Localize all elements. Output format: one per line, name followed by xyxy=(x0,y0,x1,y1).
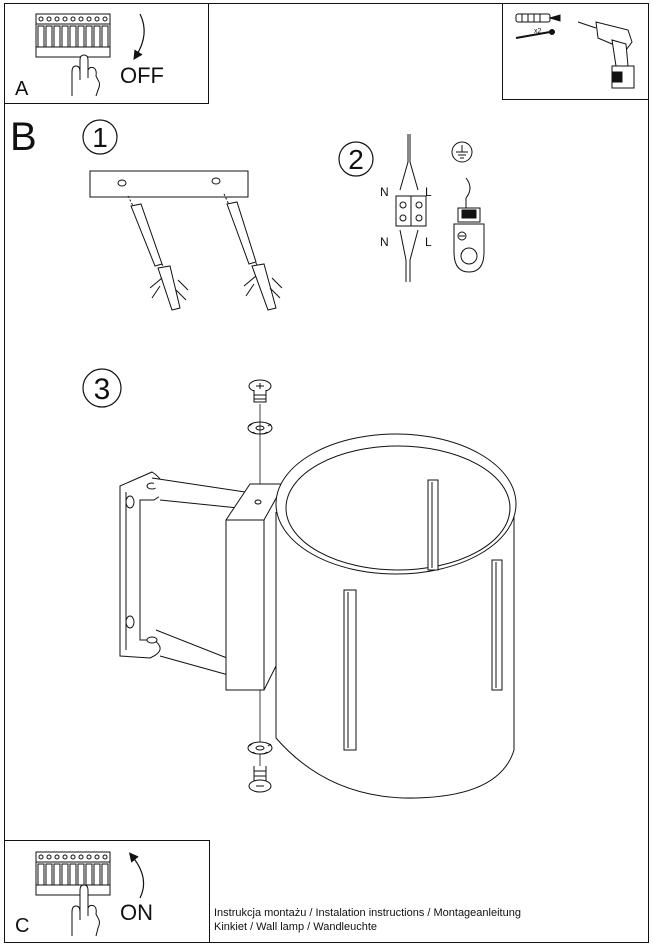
panel-c-letter: C xyxy=(15,915,29,937)
shade-slot-front-left xyxy=(343,589,357,751)
breaker-switch xyxy=(85,863,93,886)
panel-a-frame xyxy=(4,3,209,104)
breaker-screw xyxy=(78,16,84,22)
breaker-switch xyxy=(45,863,53,886)
mounting-hole-left xyxy=(117,179,127,187)
hand-icon xyxy=(71,884,100,937)
breaker-screw xyxy=(62,854,68,860)
mounting-block xyxy=(225,483,285,691)
label-live-bottom: L xyxy=(425,235,432,249)
breaker-switch xyxy=(69,25,77,48)
mounting-hole-right xyxy=(211,177,221,185)
shade-slot-front-right xyxy=(491,559,503,691)
ground-symbol-icon xyxy=(451,141,473,163)
breaker-switch xyxy=(61,25,69,48)
breaker-box-icon xyxy=(35,851,111,896)
breaker-screw xyxy=(54,854,60,860)
step-1-number: 1 xyxy=(92,122,108,153)
panel-c-action-label: ON xyxy=(120,900,153,925)
breaker-switch xyxy=(77,863,85,886)
step-2: 2 N L N L xyxy=(338,134,485,282)
breaker-switch xyxy=(53,863,61,886)
shade-slot-back xyxy=(427,479,439,571)
breaker-screw xyxy=(38,854,44,860)
panel-a-letter: A xyxy=(15,78,29,100)
bottom-washer-icon xyxy=(247,741,273,755)
bottom-screw-icon xyxy=(248,766,272,793)
switch-up-arrow-icon xyxy=(128,852,145,899)
top-screw-icon xyxy=(248,379,272,403)
mounting-plate xyxy=(89,170,249,198)
breaker-switch xyxy=(37,25,45,48)
breaker-switch xyxy=(61,863,69,886)
anchor-screw-left-icon xyxy=(127,195,189,311)
switch-down-arrow-icon xyxy=(133,13,145,61)
breaker-screw xyxy=(70,16,76,22)
breaker-switch xyxy=(85,25,93,48)
breaker-screw xyxy=(94,16,100,22)
panel-a: A OFF xyxy=(4,3,209,104)
breaker-switch xyxy=(69,863,77,886)
breaker-switch xyxy=(77,25,85,48)
terminal-block-icon xyxy=(395,195,427,227)
breaker-screw xyxy=(78,854,84,860)
page-border xyxy=(4,3,649,943)
ground-terminal-icon xyxy=(453,207,485,273)
caption-line-2: Kinkiet / Wall lamp / Wandleuchte xyxy=(214,921,378,933)
breaker-screw xyxy=(102,854,108,860)
breaker-switch xyxy=(93,25,101,48)
tools-panel: x2 xyxy=(502,3,649,100)
breaker-screw xyxy=(94,854,100,860)
panel-c: C ON xyxy=(4,840,210,943)
breaker-screw xyxy=(70,854,76,860)
drill-icon xyxy=(577,21,635,89)
breaker-box-icon xyxy=(35,13,111,58)
anchor-screw-right-icon xyxy=(223,193,283,311)
breaker-screw xyxy=(86,16,92,22)
panel-b-letter: B xyxy=(10,115,37,159)
label-neutral-bottom: N xyxy=(380,235,389,249)
step-2-badge xyxy=(338,141,374,177)
breaker-screw xyxy=(46,854,52,860)
hand-icon xyxy=(71,54,100,97)
step-3-badge xyxy=(82,368,122,408)
breaker-switch xyxy=(53,25,61,48)
panel-a-action-label: OFF xyxy=(120,63,164,88)
breaker-switch xyxy=(101,863,109,886)
screw-icon xyxy=(515,29,555,39)
wall-plug-icon xyxy=(515,13,561,23)
breaker-switch xyxy=(93,863,101,886)
tools-panel-frame xyxy=(502,3,649,100)
breaker-switch xyxy=(45,25,53,48)
breaker-switch xyxy=(101,25,109,48)
breaker-screw xyxy=(38,16,44,22)
breaker-screw xyxy=(46,16,52,22)
breaker-switch xyxy=(37,863,45,886)
step-3: 3 xyxy=(82,368,517,799)
label-neutral-top: N xyxy=(380,185,389,199)
step-3-number: 3 xyxy=(94,373,111,406)
ground-wire xyxy=(465,177,471,210)
step-2-number: 2 xyxy=(348,144,364,175)
wires-top xyxy=(399,134,419,282)
breaker-screw xyxy=(102,16,108,22)
caption-line-1: Instrukcja montażu / Instalation instruc… xyxy=(214,907,521,919)
breaker-screw xyxy=(54,16,60,22)
step-1-badge xyxy=(82,119,118,155)
step-1: 1 xyxy=(82,119,283,311)
breaker-screw xyxy=(62,16,68,22)
cylinder-shade xyxy=(275,433,517,799)
breaker-screw xyxy=(86,854,92,860)
label-live-top: L xyxy=(425,185,432,199)
quantity-label: x2 xyxy=(534,28,542,35)
panel-c-frame xyxy=(4,840,210,943)
